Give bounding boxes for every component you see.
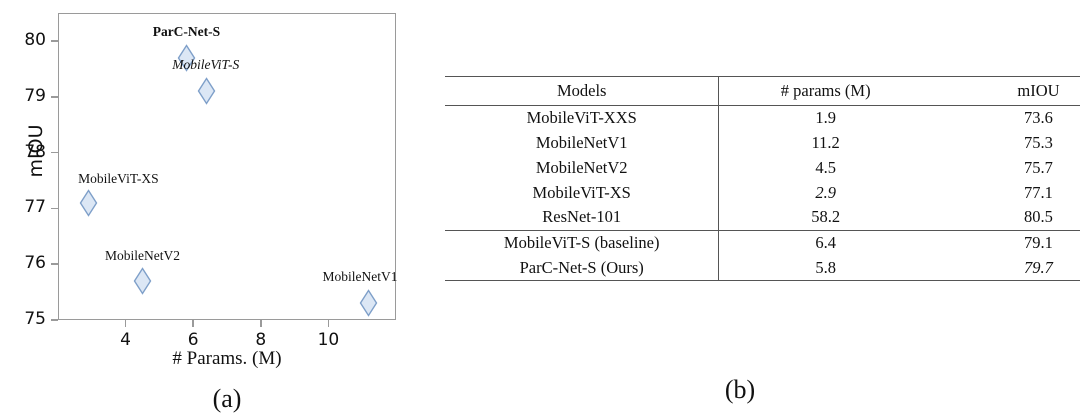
scatter-point-label: MobileNetV2 [105, 247, 180, 263]
scatter-point-label: ParC-Net-S [152, 23, 221, 39]
cell-miou: 79.1 [931, 229, 1080, 256]
y-tick-mark [51, 40, 58, 42]
cell-params: 6.4 [718, 229, 932, 256]
y-tick-mark [51, 95, 58, 98]
cell-params: 58.2 [718, 204, 932, 231]
cell-miou: 75.3 [1024, 133, 1053, 153]
scatter-point-marker [177, 43, 196, 72]
scatter-point-marker [197, 77, 216, 105]
y-tick-mark [51, 151, 58, 154]
cell-model-name: ResNet-101 [542, 207, 622, 227]
table-row: MobileViT-XXS 1.9 73.6 [445, 105, 1080, 131]
x-axis-label: # Params. (M) [172, 348, 282, 369]
cell-miou: 80.5 [1024, 207, 1053, 227]
scatter-point-marker [133, 267, 152, 295]
y-tick-label: 78 [24, 141, 46, 162]
y-tick-mark [51, 319, 58, 321]
cell-params: 4.5 [718, 155, 932, 181]
cell-model-name: MobileNetV2 [535, 157, 628, 177]
column-header-miou: mIOU [931, 76, 1080, 106]
x-tick-mark [327, 320, 330, 327]
x-tick-mark [192, 320, 194, 327]
column-header-params: # params (M) [718, 76, 932, 106]
y-tick-label: 77 [24, 197, 46, 218]
cell-miou: 79.7 [931, 255, 1080, 282]
cell-model-name: ParC-Net-S (Ours) [445, 255, 719, 282]
panel-b-caption: (b) [724, 375, 756, 404]
cell-miou: 73.6 [1024, 108, 1053, 128]
table-row: MobileNetV2 4.5 75.7 [445, 155, 1080, 181]
y-tick-mark [51, 207, 58, 210]
table-header-row: Models # params (M) mIOU [445, 76, 1080, 106]
y-tick-mark [51, 263, 58, 265]
table-row: MobileViT-XS 2.9 77.1 [445, 180, 1080, 205]
cell-model-name: MobileViT-S (baseline) [445, 229, 719, 256]
x-tick-label: 6 [187, 330, 199, 350]
y-tick-label: 80 [24, 29, 46, 50]
cell-miou: 77.1 [1024, 182, 1053, 202]
table-panel-b: Models # params (M) mIOU MobileViT-XXS 1.… [440, 0, 1080, 419]
cell-params: 11.2 [718, 130, 932, 156]
x-tick-mark [124, 320, 127, 327]
x-tick-label: 8 [255, 330, 267, 350]
scatter-point-label: MobileViT-XS [78, 170, 159, 186]
results-table: Models # params (M) mIOU MobileViT-XXS 1.… [445, 76, 1080, 282]
cell-model-name: MobileNetV1 [535, 133, 628, 153]
cell-model-name: MobileViT-XXS [526, 108, 637, 128]
scatter-point-marker [359, 289, 378, 318]
cell-miou: 75.7 [1024, 157, 1053, 177]
x-tick-label: 4 [120, 330, 132, 350]
panel-a-caption: (a) [212, 384, 242, 413]
table-row: ResNet-101 58.2 80.5 [445, 204, 1080, 231]
cell-params: 2.9 [718, 180, 932, 205]
y-tick-label: 76 [24, 253, 46, 274]
scatter-point-label: MobileNetV1 [322, 269, 398, 285]
plot-area [58, 13, 396, 320]
x-tick-label: 10 [317, 330, 340, 350]
scatter-point-marker [79, 188, 98, 217]
cell-params: 5.8 [718, 255, 932, 282]
scatter-point-label: MobileViT-S [172, 57, 240, 73]
cell-model-name: MobileViT-XS [532, 182, 631, 202]
column-header-models: Models [445, 76, 719, 106]
cell-params: 1.9 [718, 105, 932, 131]
y-tick-label: 79 [24, 85, 46, 106]
y-tick-label: 75 [24, 309, 46, 329]
table-row: MobileNetV1 11.2 75.3 [445, 130, 1080, 156]
x-tick-mark [260, 320, 262, 327]
